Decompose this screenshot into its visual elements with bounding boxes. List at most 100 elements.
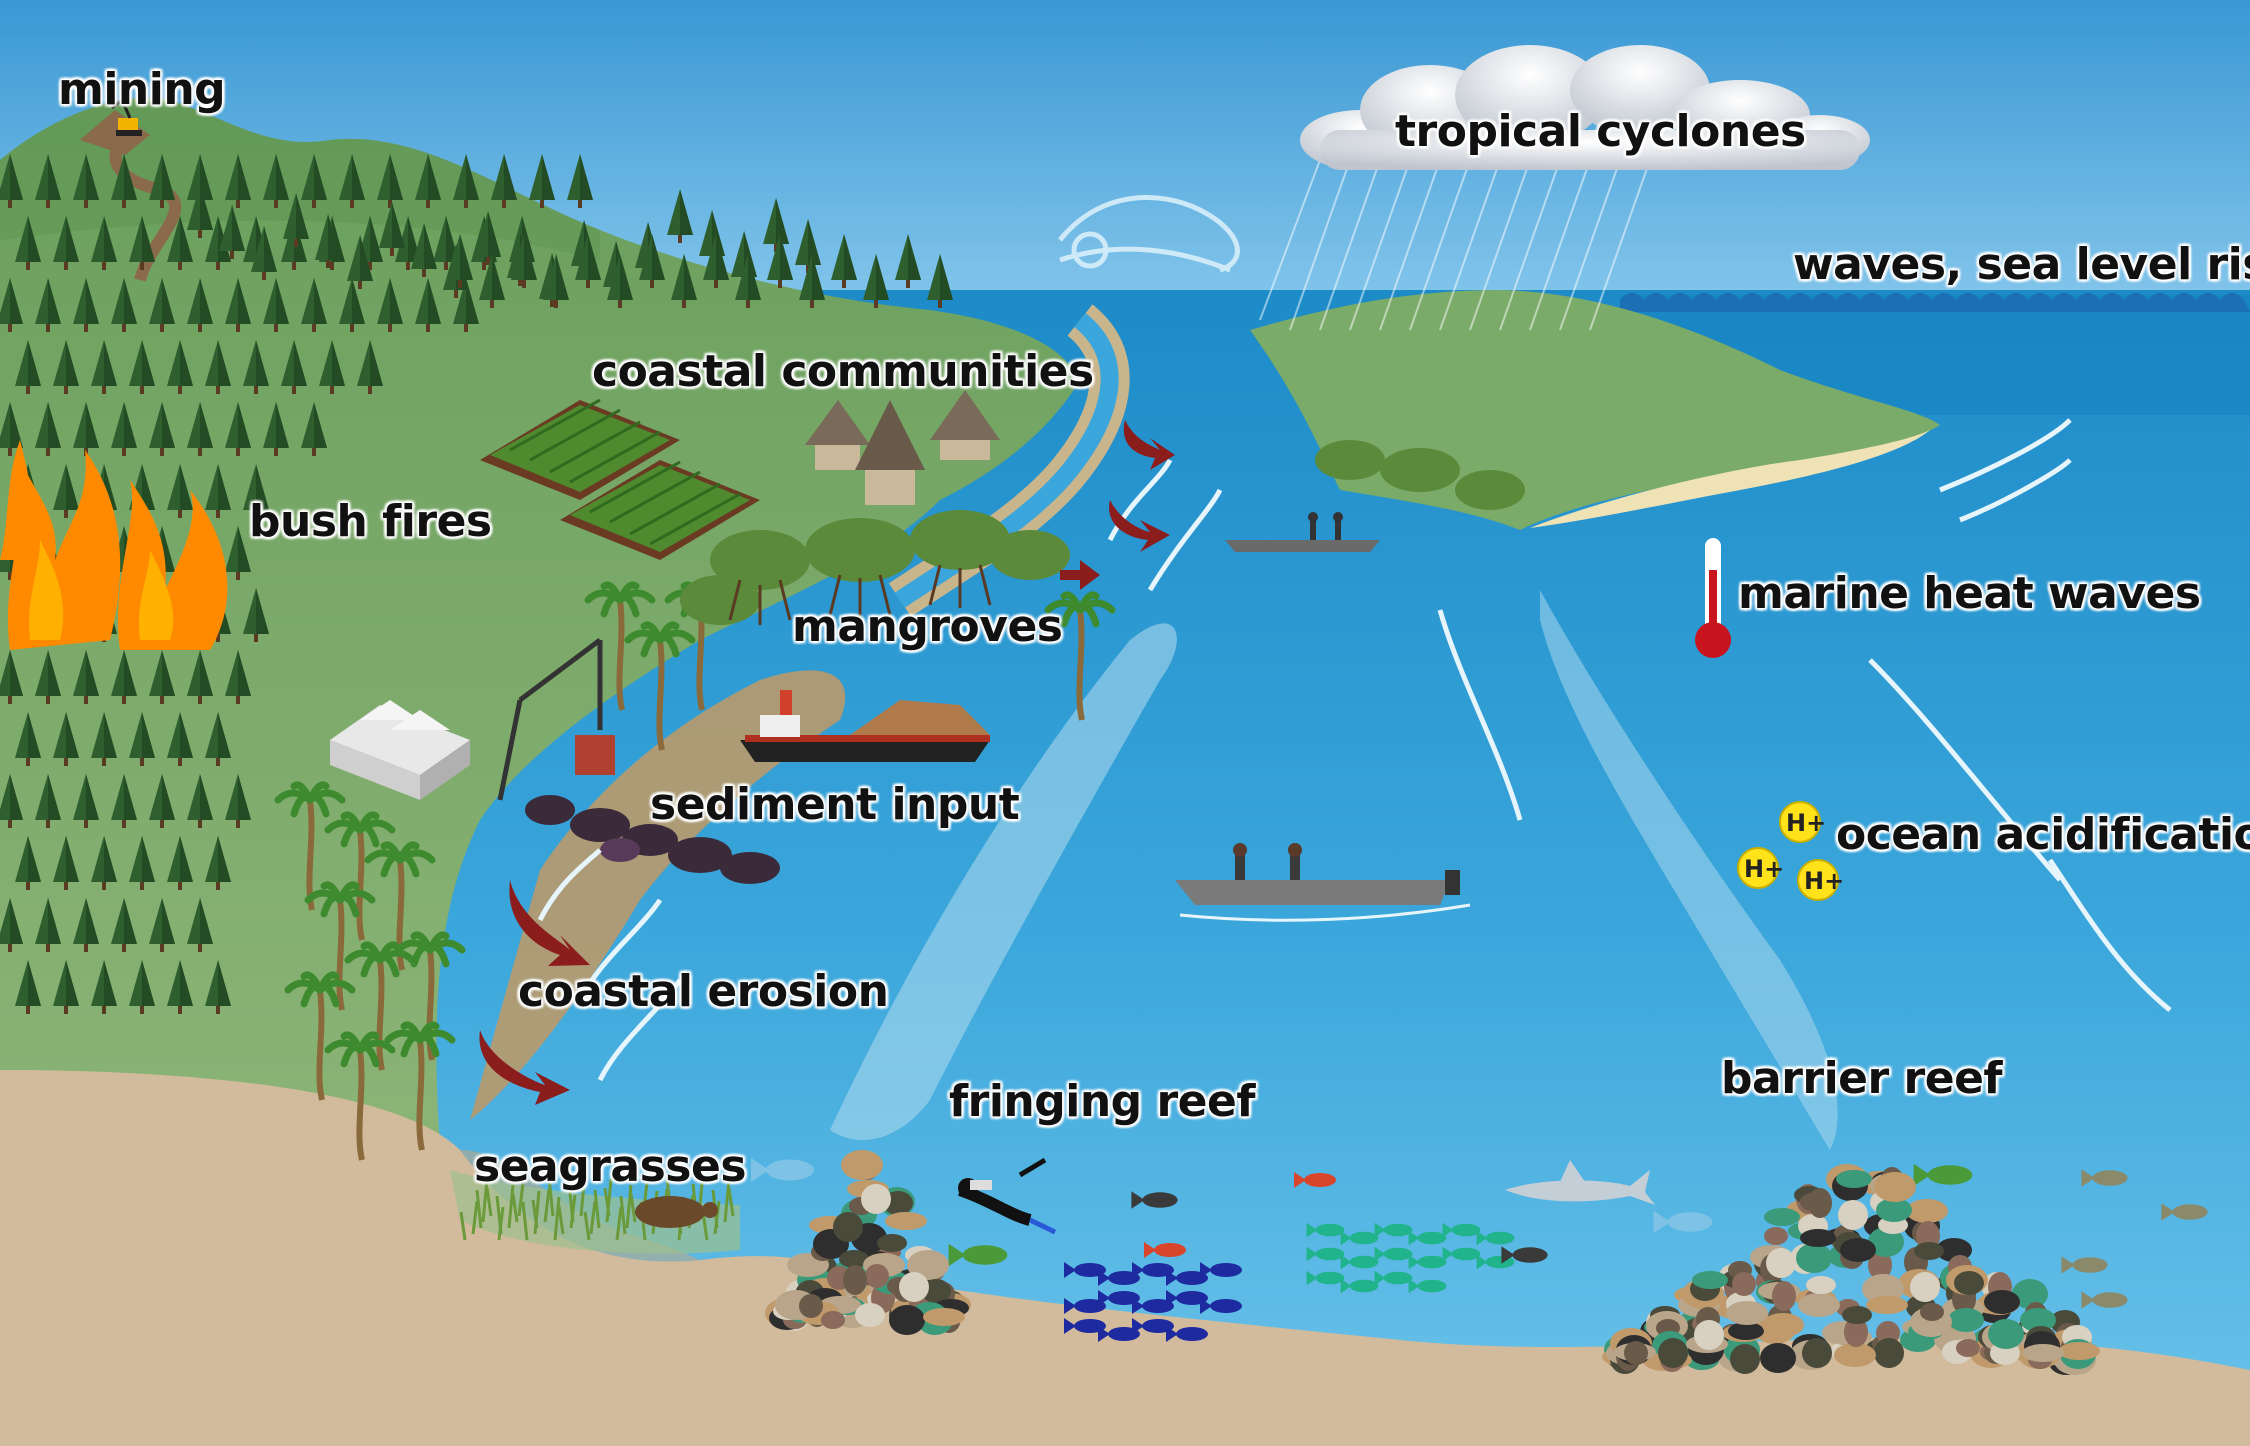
pine-tree: [243, 464, 269, 518]
pine-tree: [225, 526, 251, 580]
fish: [1442, 1222, 1481, 1238]
horizon-waves: [1620, 293, 2250, 312]
pine-tree: [53, 464, 79, 518]
fish: [1340, 1230, 1379, 1246]
mining-pit: [80, 110, 150, 155]
label-waves-sea-level-rise: waves, sea level rise: [1793, 239, 2250, 290]
svg-text:H+: H+: [1744, 855, 1784, 883]
pine-tree: [281, 340, 307, 394]
fish: [1408, 1230, 1447, 1246]
pine-tree: [0, 154, 23, 208]
pine-tree: [377, 154, 403, 208]
fish: [1131, 1191, 1178, 1209]
seagrass-meadow: [450, 1170, 740, 1254]
fish: [2161, 1203, 2208, 1221]
pine-tree: [149, 278, 175, 332]
pine-tree: [149, 650, 175, 704]
label-marine-heat-waves: marine heat waves: [1738, 568, 2201, 619]
palm-tree: [624, 621, 696, 751]
pine-tree: [0, 898, 23, 952]
fish: [751, 1158, 814, 1182]
fish: [1374, 1246, 1413, 1262]
pine-tree: [129, 712, 155, 766]
cloud-icon: [1300, 45, 1870, 170]
surf-lines: [537, 418, 2172, 1082]
fish: [1306, 1270, 1345, 1286]
pine-tree: [129, 960, 155, 1014]
pine-tree: [763, 198, 789, 252]
pine-tree: [205, 960, 231, 1014]
pine-tree: [53, 340, 79, 394]
pine-tree: [167, 836, 193, 890]
pine-tree: [187, 650, 213, 704]
fish: [1408, 1278, 1447, 1294]
pine-tree: [0, 774, 23, 828]
fish: [1144, 1242, 1186, 1258]
palm-tree: [284, 971, 356, 1101]
pine-tree: [543, 254, 569, 308]
pine-tree: [863, 254, 889, 308]
fish: [1442, 1246, 1481, 1262]
pine-tree: [347, 235, 373, 289]
island-mangroves: [1315, 440, 1525, 510]
pine-tree: [53, 216, 79, 270]
pine-tree: [15, 216, 41, 270]
mangrove-tree-icon: [680, 510, 1070, 625]
factory-icon: [330, 700, 470, 800]
palm-tree: [324, 1031, 396, 1161]
label-mining: mining: [58, 64, 226, 115]
palm-tree: [364, 841, 436, 971]
pine-tree: [799, 254, 825, 308]
palm-tree: [304, 881, 376, 1011]
pine-forest: [0, 154, 953, 1014]
flame-icon: [0, 440, 228, 650]
crop-field-icon: [480, 398, 760, 560]
pine-tree: [111, 774, 137, 828]
label-barrier-reef: barrier reef: [1721, 1053, 2003, 1104]
pine-tree: [167, 340, 193, 394]
label-bush-fires: bush fires: [249, 496, 492, 547]
pine-tree: [205, 464, 231, 518]
pine-tree: [111, 278, 137, 332]
pine-tree: [35, 278, 61, 332]
pine-tree: [91, 712, 117, 766]
pine-tree: [73, 774, 99, 828]
pine-tree: [167, 712, 193, 766]
palm-tree: [584, 581, 656, 711]
pine-tree: [575, 234, 601, 288]
fringing-reef-shadow: [830, 623, 1177, 1140]
pine-tree: [895, 234, 921, 288]
hydrogen-ion-icon: H+: [1779, 801, 1826, 843]
fish: [948, 1243, 1008, 1267]
fish-icon: [751, 1158, 2208, 1342]
pine-tree: [167, 216, 193, 270]
fish: [1200, 1298, 1242, 1314]
hydrogen-ion-icon: H+: [1737, 847, 1784, 889]
pine-tree: [167, 464, 193, 518]
label-seagrasses: seagrasses: [474, 1141, 747, 1192]
palm-tree: [1044, 591, 1116, 721]
pine-tree: [35, 402, 61, 456]
pine-tree: [415, 154, 441, 208]
pine-tree: [357, 340, 383, 394]
fish: [1166, 1326, 1208, 1342]
fish: [1340, 1254, 1379, 1270]
pine-tree: [263, 402, 289, 456]
fish: [2061, 1256, 2108, 1274]
pine-tree: [301, 154, 327, 208]
fish: [1374, 1270, 1413, 1286]
pine-tree: [411, 223, 437, 277]
pine-tree: [301, 278, 327, 332]
crane-icon: [497, 638, 615, 801]
coral-icon: [765, 1150, 971, 1335]
label-mangroves: mangroves: [792, 601, 1063, 652]
pine-tree: [91, 836, 117, 890]
fish: [2081, 1169, 2128, 1187]
pine-tree: [251, 226, 277, 280]
pine-tree: [735, 254, 761, 308]
excavator-icon: [111, 97, 142, 136]
pine-tree: [167, 960, 193, 1014]
pine-tree: [111, 402, 137, 456]
mainland: [0, 97, 1080, 1146]
pine-tree: [91, 340, 117, 394]
